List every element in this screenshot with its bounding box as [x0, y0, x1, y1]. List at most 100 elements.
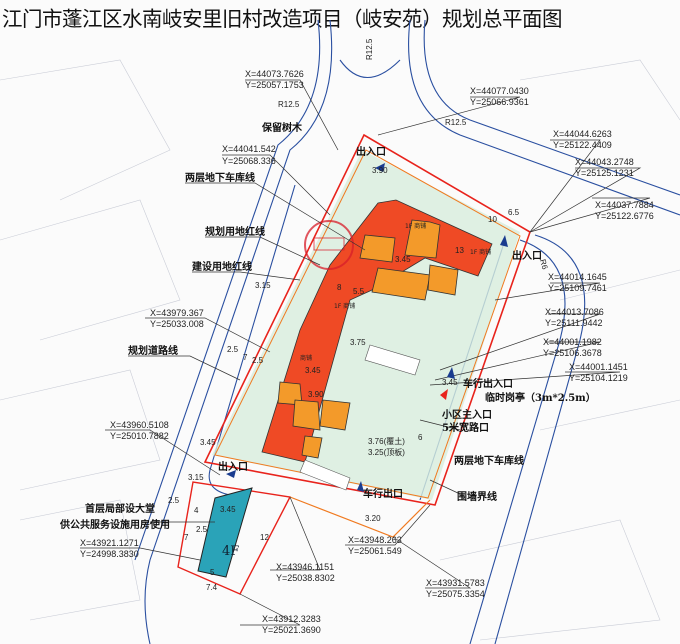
elevation: 3.76(覆土)	[368, 436, 405, 446]
svg-text:Y=25038.8302: Y=25038.8302	[276, 573, 335, 583]
svg-text:Y=25021.3690: Y=25021.3690	[262, 625, 321, 635]
tower-1	[359, 234, 396, 263]
svg-text:Y=24998.3830: Y=24998.3830	[80, 549, 139, 559]
dimension: 12	[260, 533, 269, 542]
svg-text:X=44077.0430: X=44077.0430	[470, 86, 529, 96]
svg-text:Y=25104.1219: Y=25104.1219	[569, 373, 628, 383]
label-wall-line: 围墙界线	[457, 490, 497, 503]
svg-text:Y=25010.7882: Y=25010.7882	[110, 431, 169, 441]
svg-text:X=44037.7884: X=44037.7884	[595, 200, 654, 210]
building-tag: 1F 商铺	[405, 222, 426, 230]
roads	[134, 19, 680, 644]
label-main-entrance: 小区主入口	[441, 408, 492, 421]
dimension: 5	[210, 568, 215, 577]
tower-8	[301, 435, 323, 459]
building-tag: 商铺	[300, 354, 312, 362]
svg-text:X=44041.542: X=44041.542	[222, 144, 276, 154]
label-entrance-top: 出入口	[356, 145, 386, 158]
svg-text:X=44013.7086: X=44013.7086	[545, 307, 604, 317]
elevation: 3.45	[220, 505, 236, 514]
construction-boundary	[214, 149, 521, 499]
svg-text:Y=25122.6776: Y=25122.6776	[595, 211, 654, 221]
radius-corner: R6	[538, 258, 549, 271]
elevation: 3.45	[305, 366, 321, 375]
elevation: 3.45	[395, 255, 411, 264]
svg-text:X=43960.5108: X=43960.5108	[110, 420, 169, 430]
svg-text:Y=25033.008: Y=25033.008	[150, 319, 204, 329]
svg-text:Y=25075.3354: Y=25075.3354	[426, 589, 485, 599]
svg-text:X=43946.1151: X=43946.1151	[276, 562, 334, 572]
surrounding-parcels	[0, 59, 680, 641]
dimension: 5.5	[353, 287, 365, 296]
approval-stamp	[304, 220, 354, 270]
dimension: 7	[243, 353, 248, 362]
dimension-marks: 2.5 7 2.5 8 5.5 13 10 6.5 2.5 4 7 12 5 7…	[168, 208, 520, 592]
elevation: 3.25(顶板)	[368, 447, 405, 457]
svg-text:Y=25122.4409: Y=25122.4409	[553, 140, 612, 150]
elevation: 3.15	[188, 473, 204, 482]
radius-left: R12.5	[278, 100, 300, 109]
dimension: 6.5	[508, 208, 520, 217]
label-planning-red-line: 规划用地红线	[205, 225, 265, 238]
svg-text:X=44043.2748: X=44043.2748	[575, 157, 634, 167]
dimension: 2.5	[227, 345, 239, 354]
dimension: 2.5	[168, 496, 180, 505]
radius-right: R12.5	[445, 118, 467, 127]
entrance-arrow-icon	[375, 163, 385, 172]
garage-ramps	[299, 344, 421, 491]
entrance-arrow-icon	[357, 481, 364, 492]
svg-text:X=44073.7626: X=44073.7626	[245, 69, 304, 79]
label-vehicle-entrance: 车行出入口	[463, 377, 513, 390]
wall-line	[289, 496, 431, 538]
elevation: 3.45	[442, 378, 458, 387]
elevation: 3.20	[365, 514, 381, 523]
elevation: 3.45	[200, 438, 216, 447]
elevation: 3.90	[308, 390, 324, 399]
svg-text:X=43931.5783: X=43931.5783	[426, 578, 485, 588]
dimension: 4	[194, 506, 199, 515]
svg-text:X=44001.1982: X=44001.1982	[543, 337, 602, 347]
svg-text:Y=25111.9442: Y=25111.9442	[545, 318, 602, 328]
svg-text:Y=25057.1753: Y=25057.1753	[245, 80, 304, 90]
svg-text:Y=25066.9361: Y=25066.9361	[470, 97, 529, 107]
dimension: 13	[455, 246, 464, 255]
entrance-arrows	[226, 163, 508, 492]
svg-text:X=43912.3283: X=43912.3283	[262, 614, 321, 624]
label-entrance-left: 出入口	[218, 460, 248, 473]
tower-6	[292, 399, 321, 431]
radius-top: R12.5	[365, 38, 374, 60]
building-tag: 1F 商铺	[334, 302, 355, 310]
svg-text:Y=25106.3678: Y=25106.3678	[543, 348, 602, 358]
svg-text:X=43921.1271: X=43921.1271	[80, 538, 139, 548]
entrance-arrow-icon	[447, 367, 455, 379]
svg-text:Y=25125.1231: Y=25125.1231	[575, 168, 634, 178]
label-vehicle-exit: 车行出口	[363, 487, 403, 500]
tower-4	[427, 264, 459, 296]
residential-towers	[277, 219, 459, 459]
svg-text:Y=25068.336: Y=25068.336	[222, 156, 276, 166]
entrance-arrow-icon	[500, 235, 508, 247]
dimension: 7.4	[206, 583, 218, 592]
svg-text:Y=25061.549: Y=25061.549	[348, 546, 402, 556]
elevation-marks: 3.45 3.90 3.45 3.90 3.15 3.45 3.15 3.45 …	[188, 166, 458, 523]
tower-7	[319, 399, 351, 431]
elevation: 3.15	[255, 281, 271, 290]
svg-text:Y=25109.7461: Y=25109.7461	[548, 283, 607, 293]
svg-text:X=44044.6263: X=44044.6263	[553, 129, 612, 139]
